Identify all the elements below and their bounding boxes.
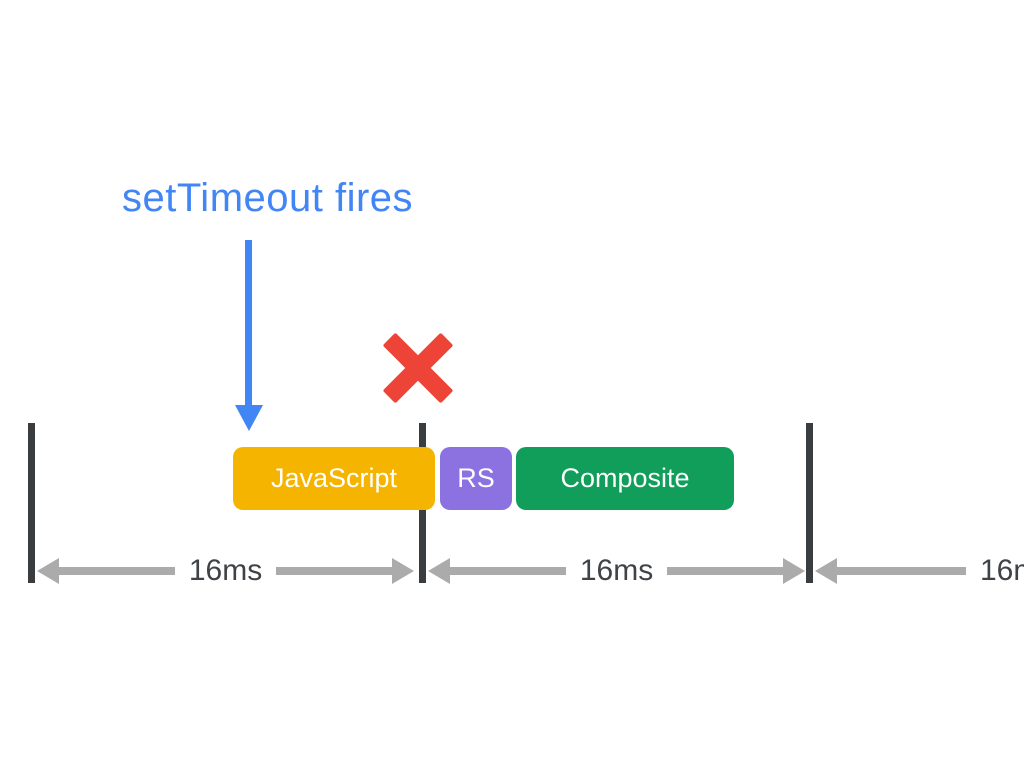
rs-block: RS [440,447,512,510]
x-mark-icon [382,332,454,404]
frame-1-duration-label: 16ms [188,554,263,587]
arrowhead-left-icon [428,558,450,584]
arrowhead-left-icon [37,558,59,584]
down-arrow-head [235,405,263,431]
arrowhead-right-icon [392,558,415,584]
frame-3-duration-label: 16ms [980,554,1024,587]
frame-3-measure-arrow: 16ms [815,553,1024,589]
frame-1-measure-arrow: 16ms [37,553,415,589]
frame-boundary-line-3 [806,423,813,583]
settimeout-fires-label: setTimeout fires [122,176,414,220]
arrowhead-left-icon [815,558,837,584]
frame-2-duration-label: 16ms [579,554,654,587]
arrowhead-right-icon [783,558,806,584]
composite-block: Composite [516,447,734,510]
down-arrow-shaft [245,240,252,407]
javascript-block: JavaScript [233,447,435,510]
rs-block-label: RS [457,463,495,493]
frame-2-measure-arrow: 16ms [428,553,806,589]
composite-block-label: Composite [560,463,690,493]
frame-boundary-line-1 [28,423,35,583]
javascript-block-label: JavaScript [270,463,398,493]
